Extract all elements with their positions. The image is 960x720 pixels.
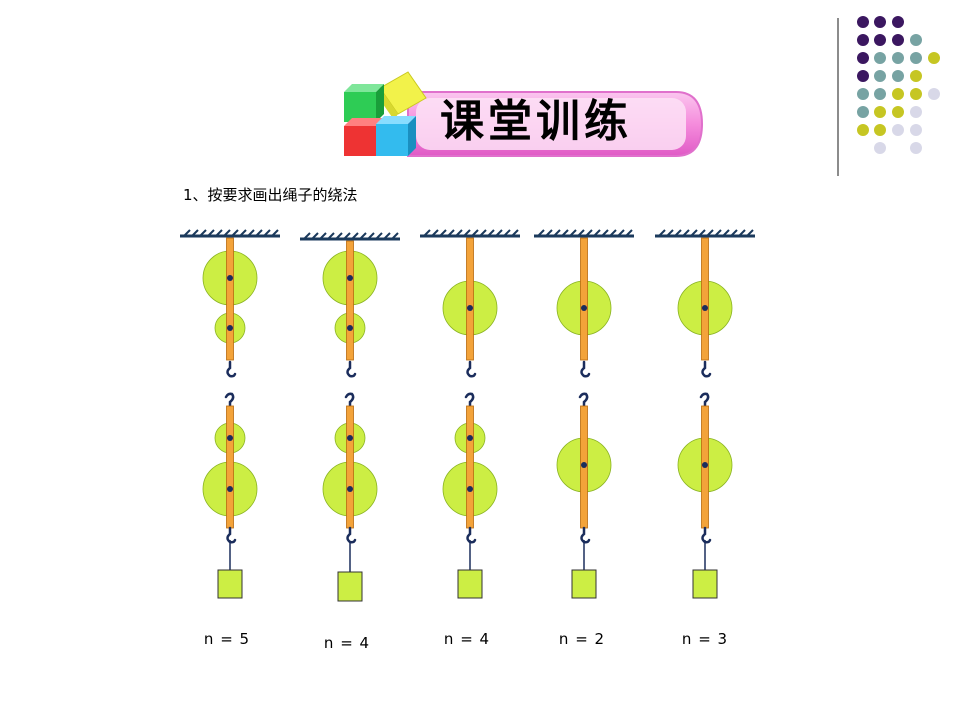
ceiling-support	[655, 229, 755, 238]
decorative-dot	[857, 106, 869, 118]
decorative-dot	[892, 124, 904, 136]
hanging-weight	[457, 569, 483, 599]
decorative-dot	[910, 70, 922, 82]
hook	[701, 526, 712, 544]
decorative-dot	[892, 88, 904, 100]
decorative-dot	[857, 70, 869, 82]
decorative-dot	[857, 34, 869, 46]
decorative-dot	[892, 34, 904, 46]
pulley-bracket-bar	[226, 237, 234, 361]
question-text: 1、按要求画出绳子的绕法	[183, 186, 358, 204]
decorative-dot	[857, 124, 869, 136]
hook	[224, 392, 235, 410]
pulley-axle	[347, 435, 353, 441]
slide-title: 课堂训练	[440, 96, 632, 147]
pulley-axle	[581, 462, 587, 468]
hook	[466, 526, 477, 544]
pulley-axle	[581, 305, 587, 311]
hook	[699, 392, 710, 410]
pulley-bracket-bar	[346, 405, 354, 529]
decorative-dot	[910, 142, 922, 154]
ceiling-support	[420, 229, 520, 238]
pulley-axle	[347, 275, 353, 281]
pulley-axle	[227, 325, 233, 331]
label-n-system-5: n = 3	[681, 630, 729, 648]
pulley-bracket-bar	[346, 240, 354, 361]
decorative-dot	[857, 16, 869, 28]
pulley-bracket-bar	[466, 405, 474, 529]
pulley-axle	[702, 305, 708, 311]
hook	[466, 360, 477, 378]
pulley-axle	[227, 275, 233, 281]
decorative-dot	[892, 16, 904, 28]
pulley-axle	[227, 435, 233, 441]
pulley-axle	[467, 486, 473, 492]
hook	[580, 526, 591, 544]
decorative-dot	[892, 106, 904, 118]
decorative-dot	[874, 52, 886, 64]
cubes-icon	[344, 71, 427, 156]
pulley-axle	[347, 486, 353, 492]
hook	[226, 526, 237, 544]
decorative-dot	[910, 88, 922, 100]
decorative-dot	[874, 142, 886, 154]
decorative-dot	[874, 88, 886, 100]
decorative-dot	[928, 52, 940, 64]
pulley-axle	[702, 462, 708, 468]
decorative-dot	[874, 124, 886, 136]
label-n-system-1: n = 5	[203, 630, 251, 648]
hook	[346, 360, 357, 378]
label-n-system-4: n = 2	[558, 630, 606, 648]
pulley-axle	[467, 305, 473, 311]
decorative-dot	[857, 52, 869, 64]
hook	[580, 360, 591, 378]
decorative-dot	[910, 124, 922, 136]
ceiling-support	[180, 229, 280, 238]
hook	[346, 526, 357, 544]
decorative-dot	[874, 16, 886, 28]
pulley-axle	[227, 486, 233, 492]
hook	[344, 392, 355, 410]
decorative-dot	[928, 88, 940, 100]
label-n-system-3: n = 4	[443, 630, 491, 648]
hanging-weight	[217, 569, 243, 599]
pulley-axle	[467, 435, 473, 441]
hanging-weight	[571, 569, 597, 599]
hook	[701, 360, 712, 378]
decorative-dot	[857, 88, 869, 100]
decorative-dot	[892, 52, 904, 64]
decorative-dot	[874, 106, 886, 118]
decorative-dot	[874, 70, 886, 82]
pulley-axle	[347, 325, 353, 331]
ceiling-support	[300, 232, 400, 241]
hanging-weight	[337, 571, 363, 602]
pulley-bracket-bar	[701, 237, 709, 361]
pulley-bracket-bar	[466, 237, 474, 361]
decorative-dot	[892, 70, 904, 82]
label-n-system-2: n = 4	[323, 634, 371, 652]
decorative-dot	[910, 52, 922, 64]
hanging-weight	[692, 569, 718, 599]
hook	[578, 392, 589, 410]
decorative-dot	[874, 34, 886, 46]
pulley-bracket-bar	[226, 405, 234, 529]
decorative-dot	[910, 106, 922, 118]
ceiling-support	[534, 229, 634, 238]
hook	[464, 392, 475, 410]
decorative-dot	[910, 34, 922, 46]
hook	[226, 360, 237, 378]
pulley-bracket-bar	[580, 237, 588, 361]
